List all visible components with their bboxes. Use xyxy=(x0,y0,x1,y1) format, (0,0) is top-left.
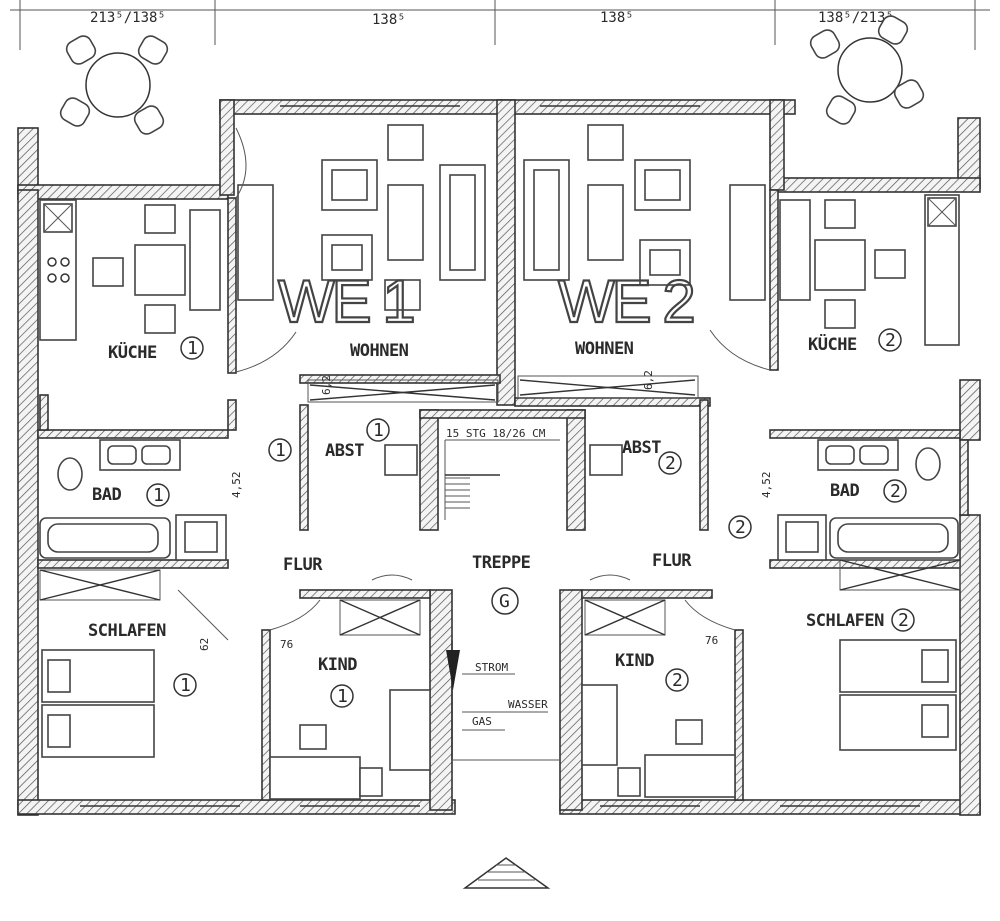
marker-kind-2: 2 xyxy=(672,670,683,691)
beds-we2 xyxy=(581,639,957,798)
patio-table-left xyxy=(59,35,169,135)
room-label-kueche-2: KÜCHE xyxy=(808,333,857,355)
dim-flur-2: 4,52 xyxy=(760,472,773,499)
entrance-arrow xyxy=(462,857,551,889)
living-furniture-we1 xyxy=(237,124,486,311)
room-label-bad-1: BAD xyxy=(92,485,121,505)
marker-treppe: G xyxy=(499,591,510,612)
room-label-wohnen-1: WOHNEN xyxy=(350,341,409,361)
dim-kind-1: 76 xyxy=(280,638,293,651)
room-label-flur-2: FLUR xyxy=(652,551,692,571)
staircase xyxy=(444,439,560,761)
room-label-abst-2: ABST xyxy=(622,438,661,458)
room-label-kueche-1: KÜCHE xyxy=(108,341,157,363)
wardrobes xyxy=(39,559,961,636)
utility-wasser: WASSER xyxy=(508,698,548,711)
utility-gas: GAS xyxy=(472,715,492,728)
marker-abst-1: 1 xyxy=(373,420,384,441)
stair-note: 15 STG 18/26 CM xyxy=(446,427,546,440)
marker-kueche-2: 2 xyxy=(885,330,896,351)
interior-walls xyxy=(37,189,969,811)
unit-label-we2: WE 2 xyxy=(558,268,693,335)
dimension-top-3: 138⁵ xyxy=(600,10,634,26)
utility-strom: STROM xyxy=(475,661,508,674)
storage-fixtures xyxy=(307,375,699,476)
room-label-kind-1: KIND xyxy=(318,655,357,675)
top-dimension-line xyxy=(10,0,990,50)
dim-flur-1: 4,52 xyxy=(230,472,243,499)
kitchen-furniture-we1 xyxy=(39,199,221,341)
room-label-schlafen-2: SCHLAFEN xyxy=(806,611,884,631)
room-label-wohnen-2: WOHNEN xyxy=(575,339,634,359)
dim-wohnen-1: 6,2 xyxy=(320,375,333,395)
marker-kind-1: 1 xyxy=(337,686,348,707)
dimension-top-4: 138⁵/213⁵ xyxy=(818,10,894,26)
living-furniture-we2 xyxy=(523,124,766,301)
bathroom-fixtures-we1 xyxy=(39,439,227,561)
dimension-top-2: 138⁵ xyxy=(372,12,406,28)
dimension-top-1: 213⁵/138⁵ xyxy=(90,10,166,26)
marker-bad-2: 2 xyxy=(890,481,901,502)
room-label-bad-2: BAD xyxy=(830,481,859,501)
dim-schlafen-1: 62 xyxy=(198,638,211,651)
marker-flur-2: 2 xyxy=(735,517,746,538)
beds-we1 xyxy=(41,649,431,800)
bathroom-fixtures-we2 xyxy=(777,439,959,561)
windows xyxy=(80,105,920,807)
kitchen-furniture-we2 xyxy=(779,194,960,346)
doors xyxy=(177,127,771,641)
unit-markers xyxy=(146,328,915,708)
unit-label-we1: WE 1 xyxy=(278,268,413,335)
dim-kind-2: 76 xyxy=(705,634,718,647)
room-label-flur-1: FLUR xyxy=(283,555,323,575)
marker-abst-2: 2 xyxy=(665,453,676,474)
dim-wohnen-2: 6,2 xyxy=(642,370,655,390)
room-label-schlafen-1: SCHLAFEN xyxy=(88,621,166,641)
outer-walls xyxy=(17,99,981,816)
room-label-treppe: TREPPE xyxy=(472,553,531,573)
marker-flur-1: 1 xyxy=(275,440,286,461)
room-label-abst-1: ABST xyxy=(325,441,364,461)
marker-kueche-1: 1 xyxy=(187,338,198,359)
marker-schlafen-2: 2 xyxy=(898,610,909,631)
room-label-kind-2: KIND xyxy=(615,651,654,671)
patio-table-right xyxy=(809,15,925,125)
marker-schlafen-1: 1 xyxy=(180,675,191,696)
marker-bad-1: 1 xyxy=(153,485,164,506)
